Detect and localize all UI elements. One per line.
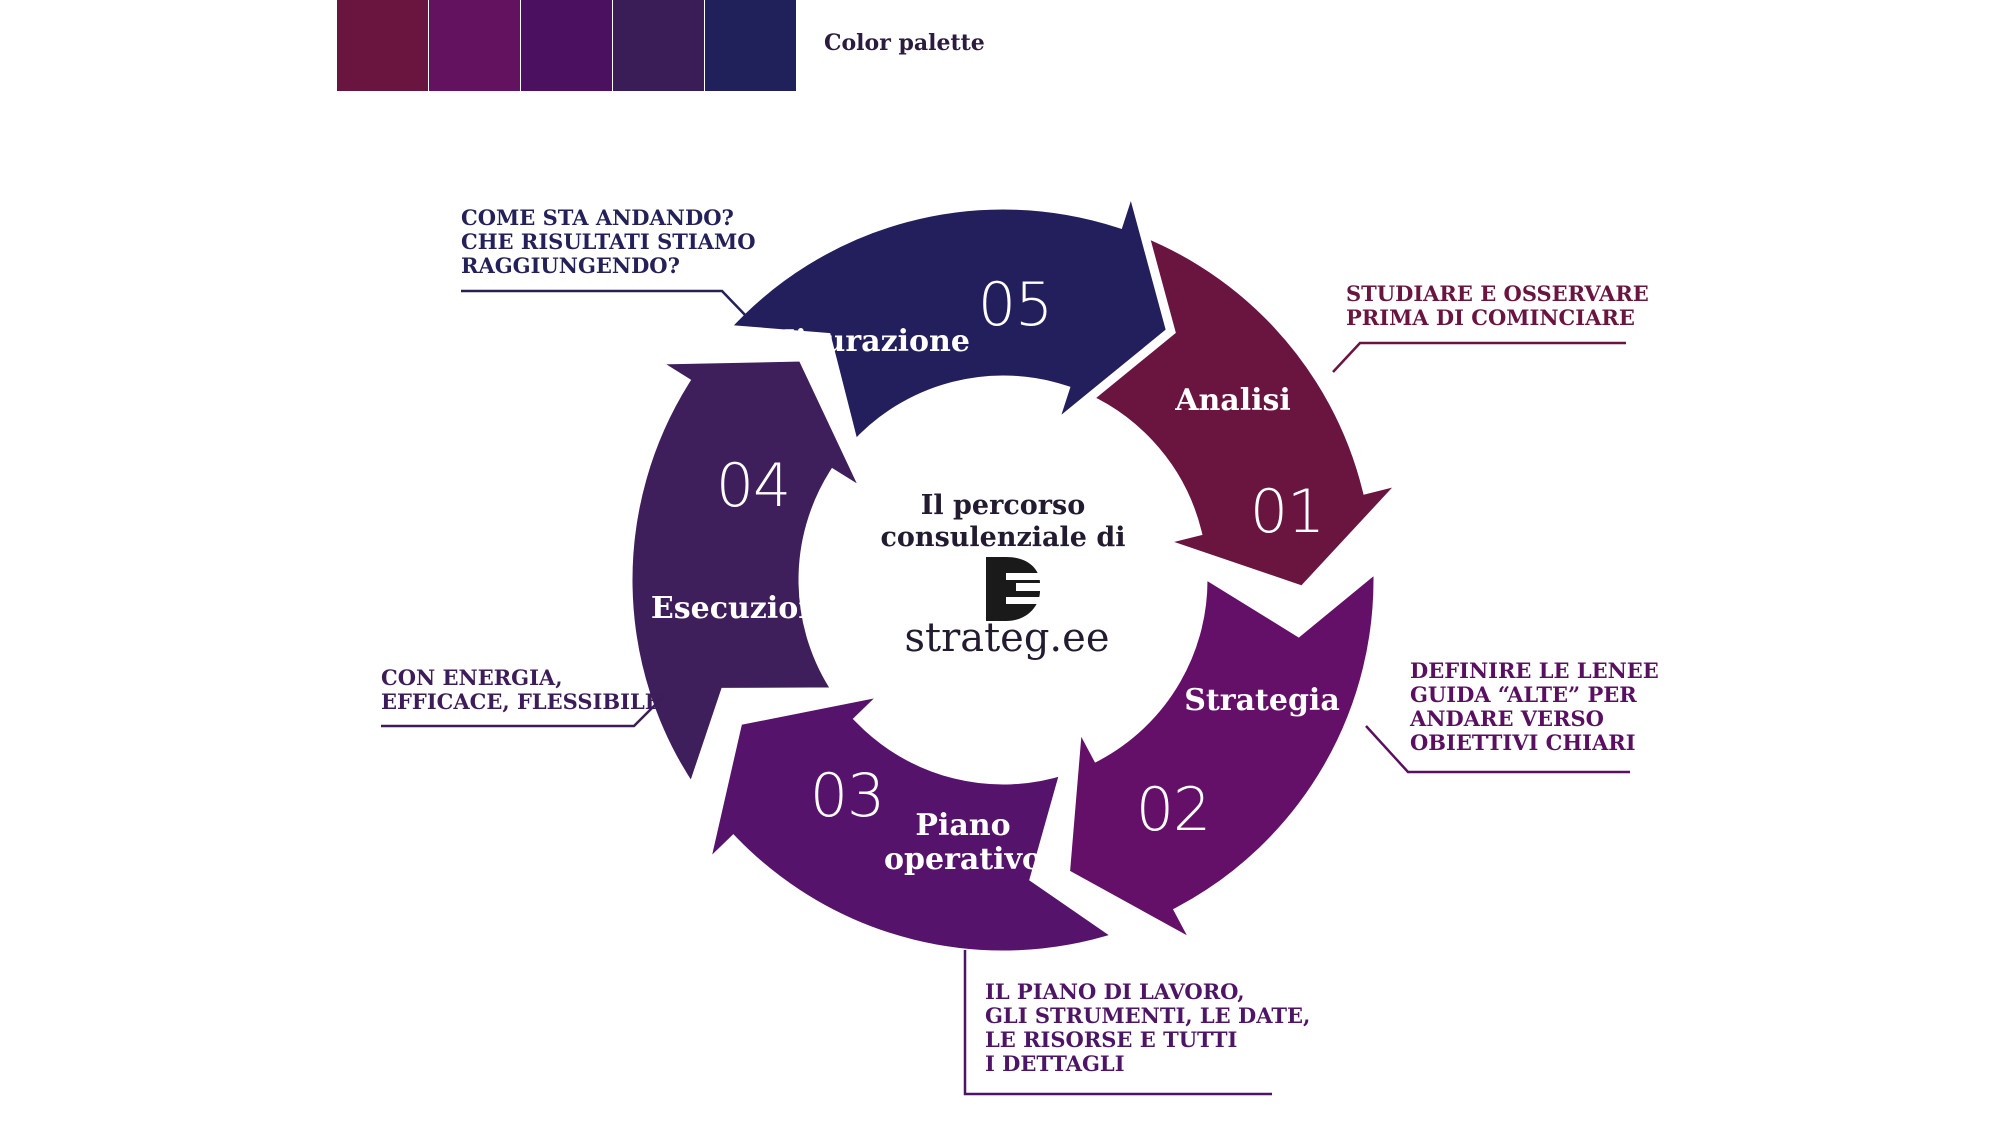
step-name-line: operativo: [883, 842, 1043, 877]
note-line: I DETTAGLI: [985, 1051, 1125, 1076]
step-number-02: 02: [1135, 775, 1211, 845]
palette-swatch-5: [705, 0, 796, 91]
note-line: ANDARE VERSO: [1410, 706, 1604, 731]
step-number-03: 03: [809, 761, 885, 831]
palette-label: Color palette: [824, 30, 985, 56]
step-name-misurazione: Misurazione: [762, 324, 970, 359]
note-piano-operativo: IL PIANO DI LAVORO, GLI STRUMENTI, LE DA…: [985, 980, 1310, 1076]
palette-swatch-3: [521, 0, 612, 91]
note-line: RAGGIUNGENDO?: [461, 253, 680, 278]
note-line: GUIDA “ALTE” PER: [1410, 682, 1637, 707]
leader-analisi: [1332, 341, 1626, 373]
note-esecuzione: CON ENERGIA, EFFICACE, FLESSIBILE: [381, 666, 661, 714]
note-misurazione: COME STA ANDANDO? CHE RISULTATI STIAMO R…: [461, 206, 756, 278]
arrow-strategia: [1060, 557, 1383, 958]
note-line: DEFINIRE LE LENEE: [1410, 658, 1659, 683]
step-name-esecuzione: Esecuzione: [650, 591, 840, 626]
note-line: CHE RISULTATI STIAMO: [461, 229, 756, 254]
note-line: PRIMA DI COMINCIARE: [1346, 305, 1635, 330]
step-name-line: Piano: [915, 808, 1011, 843]
brand-name: strateg.ee: [904, 615, 1110, 661]
palette-swatch-4: [613, 0, 704, 91]
leader-misurazione: [461, 289, 749, 319]
arrow-analisi: [1055, 216, 1420, 596]
note-line: COME STA ANDANDO?: [461, 205, 734, 230]
leader-strategia: [1365, 725, 1630, 774]
step-name-analisi: Analisi: [1175, 383, 1291, 418]
center-title-line: Il percorso: [920, 490, 1086, 521]
leader-esecuzione: [381, 694, 666, 728]
note-line: OBIETTIVI CHIARI: [1410, 730, 1636, 755]
step-name-strategia: Strategia: [1184, 683, 1340, 718]
note-line: STUDIARE E OSSERVARE: [1346, 281, 1649, 306]
arrow-piano-operativo: [696, 683, 1129, 960]
note-analisi: STUDIARE E OSSERVARE PRIMA DI COMINCIARE: [1346, 282, 1649, 330]
palette-swatch-1: [337, 0, 428, 91]
note-line: EFFICACE, FLESSIBILE: [381, 689, 661, 714]
arrow-misurazione: [714, 169, 1176, 456]
arrow-esecuzione: [623, 352, 878, 800]
step-name-piano-operativo: Piano operativo: [884, 809, 1042, 877]
note-line: IL PIANO DI LAVORO,: [985, 979, 1245, 1004]
note-line: GLI STRUMENTI, LE DATE,: [985, 1003, 1311, 1028]
step-number-05: 05: [977, 270, 1053, 340]
center-title-line: consulenziale di: [880, 522, 1126, 553]
note-line: CON ENERGIA,: [381, 665, 563, 690]
leader-piano-operativo: [963, 950, 1272, 1096]
note-line: LE RISORSE E TUTTI: [985, 1027, 1238, 1052]
note-strategia: DEFINIRE LE LENEE GUIDA “ALTE” PER ANDAR…: [1410, 659, 1659, 755]
palette-swatch-2: [429, 0, 520, 91]
step-number-04: 04: [715, 451, 791, 521]
strateg-ee-logo-icon: [986, 557, 1040, 621]
color-palette: [337, 0, 797, 91]
center-title: Il percorso consulenziale di: [880, 490, 1125, 554]
step-number-01: 01: [1249, 477, 1325, 547]
